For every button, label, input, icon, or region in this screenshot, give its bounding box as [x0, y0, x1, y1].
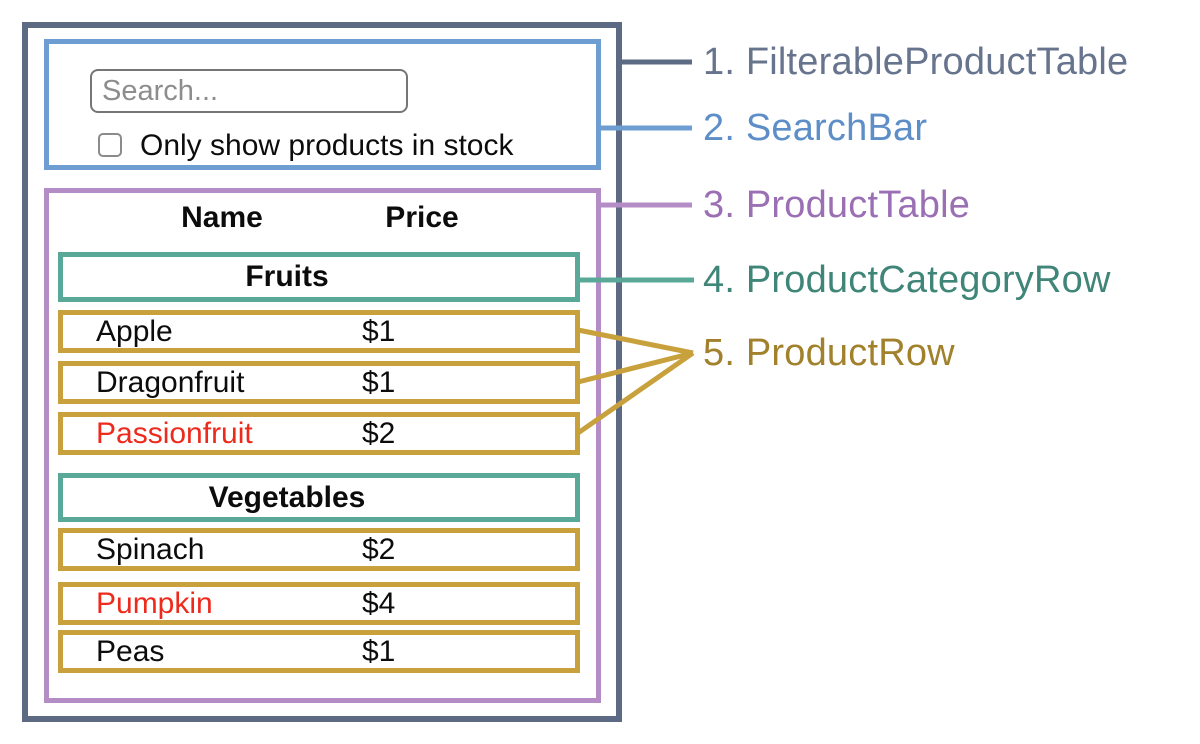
category-label: Vegetables — [208, 480, 366, 514]
legend-label-filterable-product-table: 1. FilterableProductTable — [703, 41, 1129, 83]
category-row-vegetables: Vegetables — [58, 473, 580, 522]
product-row: Dragonfruit $1 — [58, 361, 580, 404]
legend-label-searchbar: 2. SearchBar — [703, 107, 928, 149]
product-name: Peas — [96, 634, 165, 668]
product-row: Apple $1 — [58, 310, 580, 353]
legend-label-product-category-row: 4. ProductCategoryRow — [703, 259, 1111, 301]
category-row-fruits: Fruits — [58, 252, 580, 302]
legend-label-product-row: 5. ProductRow — [703, 332, 955, 374]
column-header-name: Name — [181, 201, 263, 234]
product-price: $4 — [362, 586, 396, 620]
product-price: $2 — [362, 532, 396, 566]
product-price: $1 — [362, 314, 396, 348]
product-row: Spinach $2 — [58, 528, 580, 571]
product-price: $1 — [362, 634, 396, 668]
search-input[interactable] — [90, 69, 408, 113]
product-row: Passionfruit $2 — [58, 412, 580, 455]
product-name: Dragonfruit — [96, 365, 245, 399]
product-name: Pumpkin — [96, 586, 213, 620]
column-header-price: Price — [385, 201, 459, 234]
category-label: Fruits — [245, 260, 329, 293]
product-name: Apple — [96, 314, 173, 348]
product-row: Pumpkin $4 — [58, 582, 580, 625]
product-name: Spinach — [96, 532, 205, 566]
product-price: $1 — [362, 365, 396, 399]
product-row: Peas $1 — [58, 630, 580, 673]
in-stock-checkbox[interactable] — [98, 133, 122, 157]
product-name: Passionfruit — [96, 416, 253, 450]
in-stock-checkbox-label: Only show products in stock — [140, 129, 514, 162]
product-price: $2 — [362, 416, 396, 450]
legend-label-product-table: 3. ProductTable — [703, 184, 971, 226]
